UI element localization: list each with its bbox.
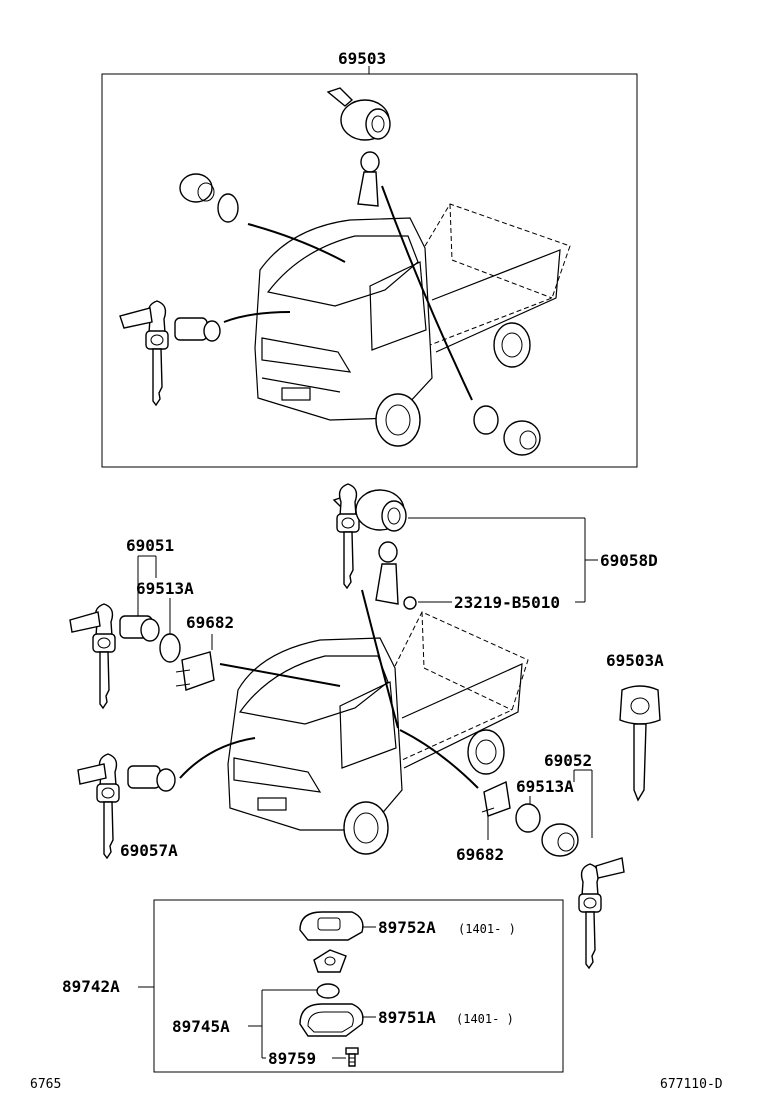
key-top-left xyxy=(119,300,221,406)
label-case-set: 89745A xyxy=(172,1017,230,1036)
label-door-lock-set: 69051 xyxy=(126,536,174,555)
footer-right-code: 677110-D xyxy=(660,1077,723,1092)
label-transmitter-assy: 89742A xyxy=(62,977,120,996)
bracket-left xyxy=(175,651,215,691)
ignition-switch-middle xyxy=(332,483,417,610)
label-cover-top: 89752A xyxy=(378,918,436,937)
footer-left-code: 6765 xyxy=(30,1077,61,1092)
label-key-plate-left: 69057A xyxy=(120,841,178,860)
battery xyxy=(316,983,340,999)
label-master-key: 69503A xyxy=(606,651,664,670)
label-lock-cylinder-right: 69513A xyxy=(516,777,574,796)
key-middle-right xyxy=(578,857,625,969)
label-cover-bottom-range: (1401- ) xyxy=(456,1012,514,1026)
truck-top xyxy=(254,203,571,447)
label-ignition-set: 69058D xyxy=(600,551,658,570)
screw xyxy=(345,1047,359,1067)
label-bulb: 23219-B5010 xyxy=(454,593,560,612)
label-bracket-left: 69682 xyxy=(186,613,234,632)
label-door-lock-right: 69052 xyxy=(544,751,592,770)
label-lock-cylinder-left: 69513A xyxy=(136,579,194,598)
truck-middle xyxy=(227,611,529,855)
label-screw: 89759 xyxy=(268,1049,316,1068)
transmitter-frame xyxy=(153,899,564,1073)
bracket-right xyxy=(481,780,511,817)
label-cover-bottom: 89751A xyxy=(378,1008,436,1027)
key-middle-left-lower xyxy=(77,753,176,859)
ignition-switch-top xyxy=(326,87,391,207)
key-middle-left-upper xyxy=(69,603,181,709)
cover-bottom xyxy=(299,1003,364,1037)
lock-cylinder-top-left xyxy=(179,173,239,223)
lock-cylinder-right xyxy=(515,803,579,857)
master-key xyxy=(619,685,661,802)
label-bracket-right: 69682 xyxy=(456,845,504,864)
circuit-board xyxy=(313,949,347,973)
lock-cylinder-top-right xyxy=(473,405,541,456)
label-top-assembly: 69503 xyxy=(338,49,386,68)
label-cover-top-range: (1401- ) xyxy=(458,922,516,936)
cover-top xyxy=(299,911,364,941)
